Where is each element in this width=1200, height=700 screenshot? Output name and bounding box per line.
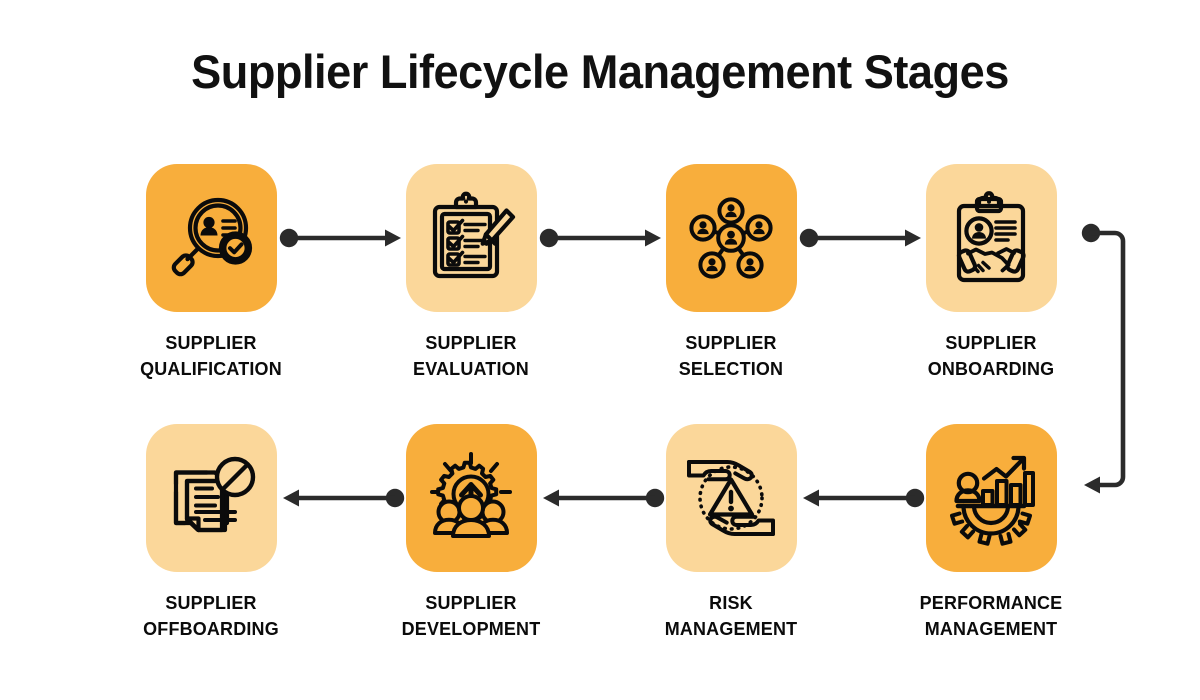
stage-2-label-line1: SUPPLIER (425, 332, 517, 353)
clipboard-checklist-pencil-icon (423, 190, 519, 286)
stage-2-label-line2: EVALUATION (413, 357, 529, 379)
stage-3-card[interactable] (665, 164, 797, 312)
stage-2-label: SUPPLIER EVALUATION (398, 330, 544, 381)
connector-stage2-to-stage3 (537, 223, 667, 253)
stage-6-risk-management[interactable]: RISK MANAGEMENT (656, 424, 806, 641)
clipboard-handshake-icon (943, 190, 1039, 286)
hands-warning-triangle-icon (683, 450, 779, 546)
stage-4-card[interactable] (925, 164, 1057, 312)
stage-4-label-line2: ONBOARDING (927, 357, 1055, 379)
stage-6-label: RISK MANAGEMENT (658, 590, 804, 641)
stage-7-card[interactable] (405, 424, 537, 572)
connector-stage4-to-stage5 (1078, 218, 1138, 508)
stage-1-label-line1: SUPPLIER (165, 332, 257, 353)
stage-6-label-line1: RISK (709, 592, 753, 613)
stage-8-label-line1: SUPPLIER (165, 592, 257, 613)
stage-7-supplier-development[interactable]: SUPPLIER DEVELOPMENT (396, 424, 546, 641)
stage-7-label-line2: DEVELOPMENT (401, 617, 541, 639)
stage-3-label-line2: SELECTION (678, 357, 784, 379)
stage-4-label: SUPPLIER ONBOARDING (918, 330, 1064, 381)
stage-7-label: SUPPLIER DEVELOPMENT (398, 590, 544, 641)
stage-1-label: SUPPLIER QUALIFICATION (138, 330, 284, 381)
stage-2-card[interactable] (405, 164, 537, 312)
stage-1-card[interactable] (145, 164, 277, 312)
team-gear-growth-arrow-icon (423, 450, 519, 546)
stage-3-label-line1: SUPPLIER (685, 332, 777, 353)
connector-stage6-to-stage7 (537, 483, 667, 513)
stage-1-supplier-qualification[interactable]: SUPPLIER QUALIFICATION (136, 164, 286, 381)
stage-4-label-line1: SUPPLIER (945, 332, 1037, 353)
people-network-icon (683, 190, 779, 286)
stage-1-label-line2: QUALIFICATION (140, 357, 282, 379)
magnifier-person-check-icon (163, 190, 259, 286)
stage-8-card[interactable] (145, 424, 277, 572)
stage-3-label: SUPPLIER SELECTION (658, 330, 804, 381)
stage-8-label-line2: OFFBOARDING (143, 617, 279, 639)
connector-stage3-to-stage4 (797, 223, 927, 253)
stage-5-label: PERFORMANCE MANAGEMENT (918, 590, 1064, 641)
connector-stage7-to-stage8 (277, 483, 407, 513)
stage-5-label-line1: PERFORMANCE (919, 592, 1063, 613)
stage-5-card[interactable] (925, 424, 1057, 572)
stage-2-supplier-evaluation[interactable]: SUPPLIER EVALUATION (396, 164, 546, 381)
stage-3-supplier-selection[interactable]: SUPPLIER SELECTION (656, 164, 806, 381)
documents-prohibited-icon (163, 450, 259, 546)
page-title: Supplier Lifecycle Management Stages (191, 45, 1009, 98)
stage-8-supplier-offboarding[interactable]: SUPPLIER OFFBOARDING (136, 424, 286, 641)
stage-5-label-line2: MANAGEMENT (924, 617, 1058, 639)
stage-8-label: SUPPLIER OFFBOARDING (138, 590, 284, 641)
stage-7-label-line1: SUPPLIER (425, 592, 517, 613)
connector-stage5-to-stage6 (797, 483, 927, 513)
stage-4-supplier-onboarding[interactable]: SUPPLIER ONBOARDING (916, 164, 1066, 381)
stage-5-performance-management[interactable]: PERFORMANCE MANAGEMENT (916, 424, 1066, 641)
connector-stage1-to-stage2 (277, 223, 407, 253)
stage-6-card[interactable] (665, 424, 797, 572)
gear-person-bar-chart-icon (943, 450, 1039, 546)
stage-6-label-line2: MANAGEMENT (664, 617, 798, 639)
